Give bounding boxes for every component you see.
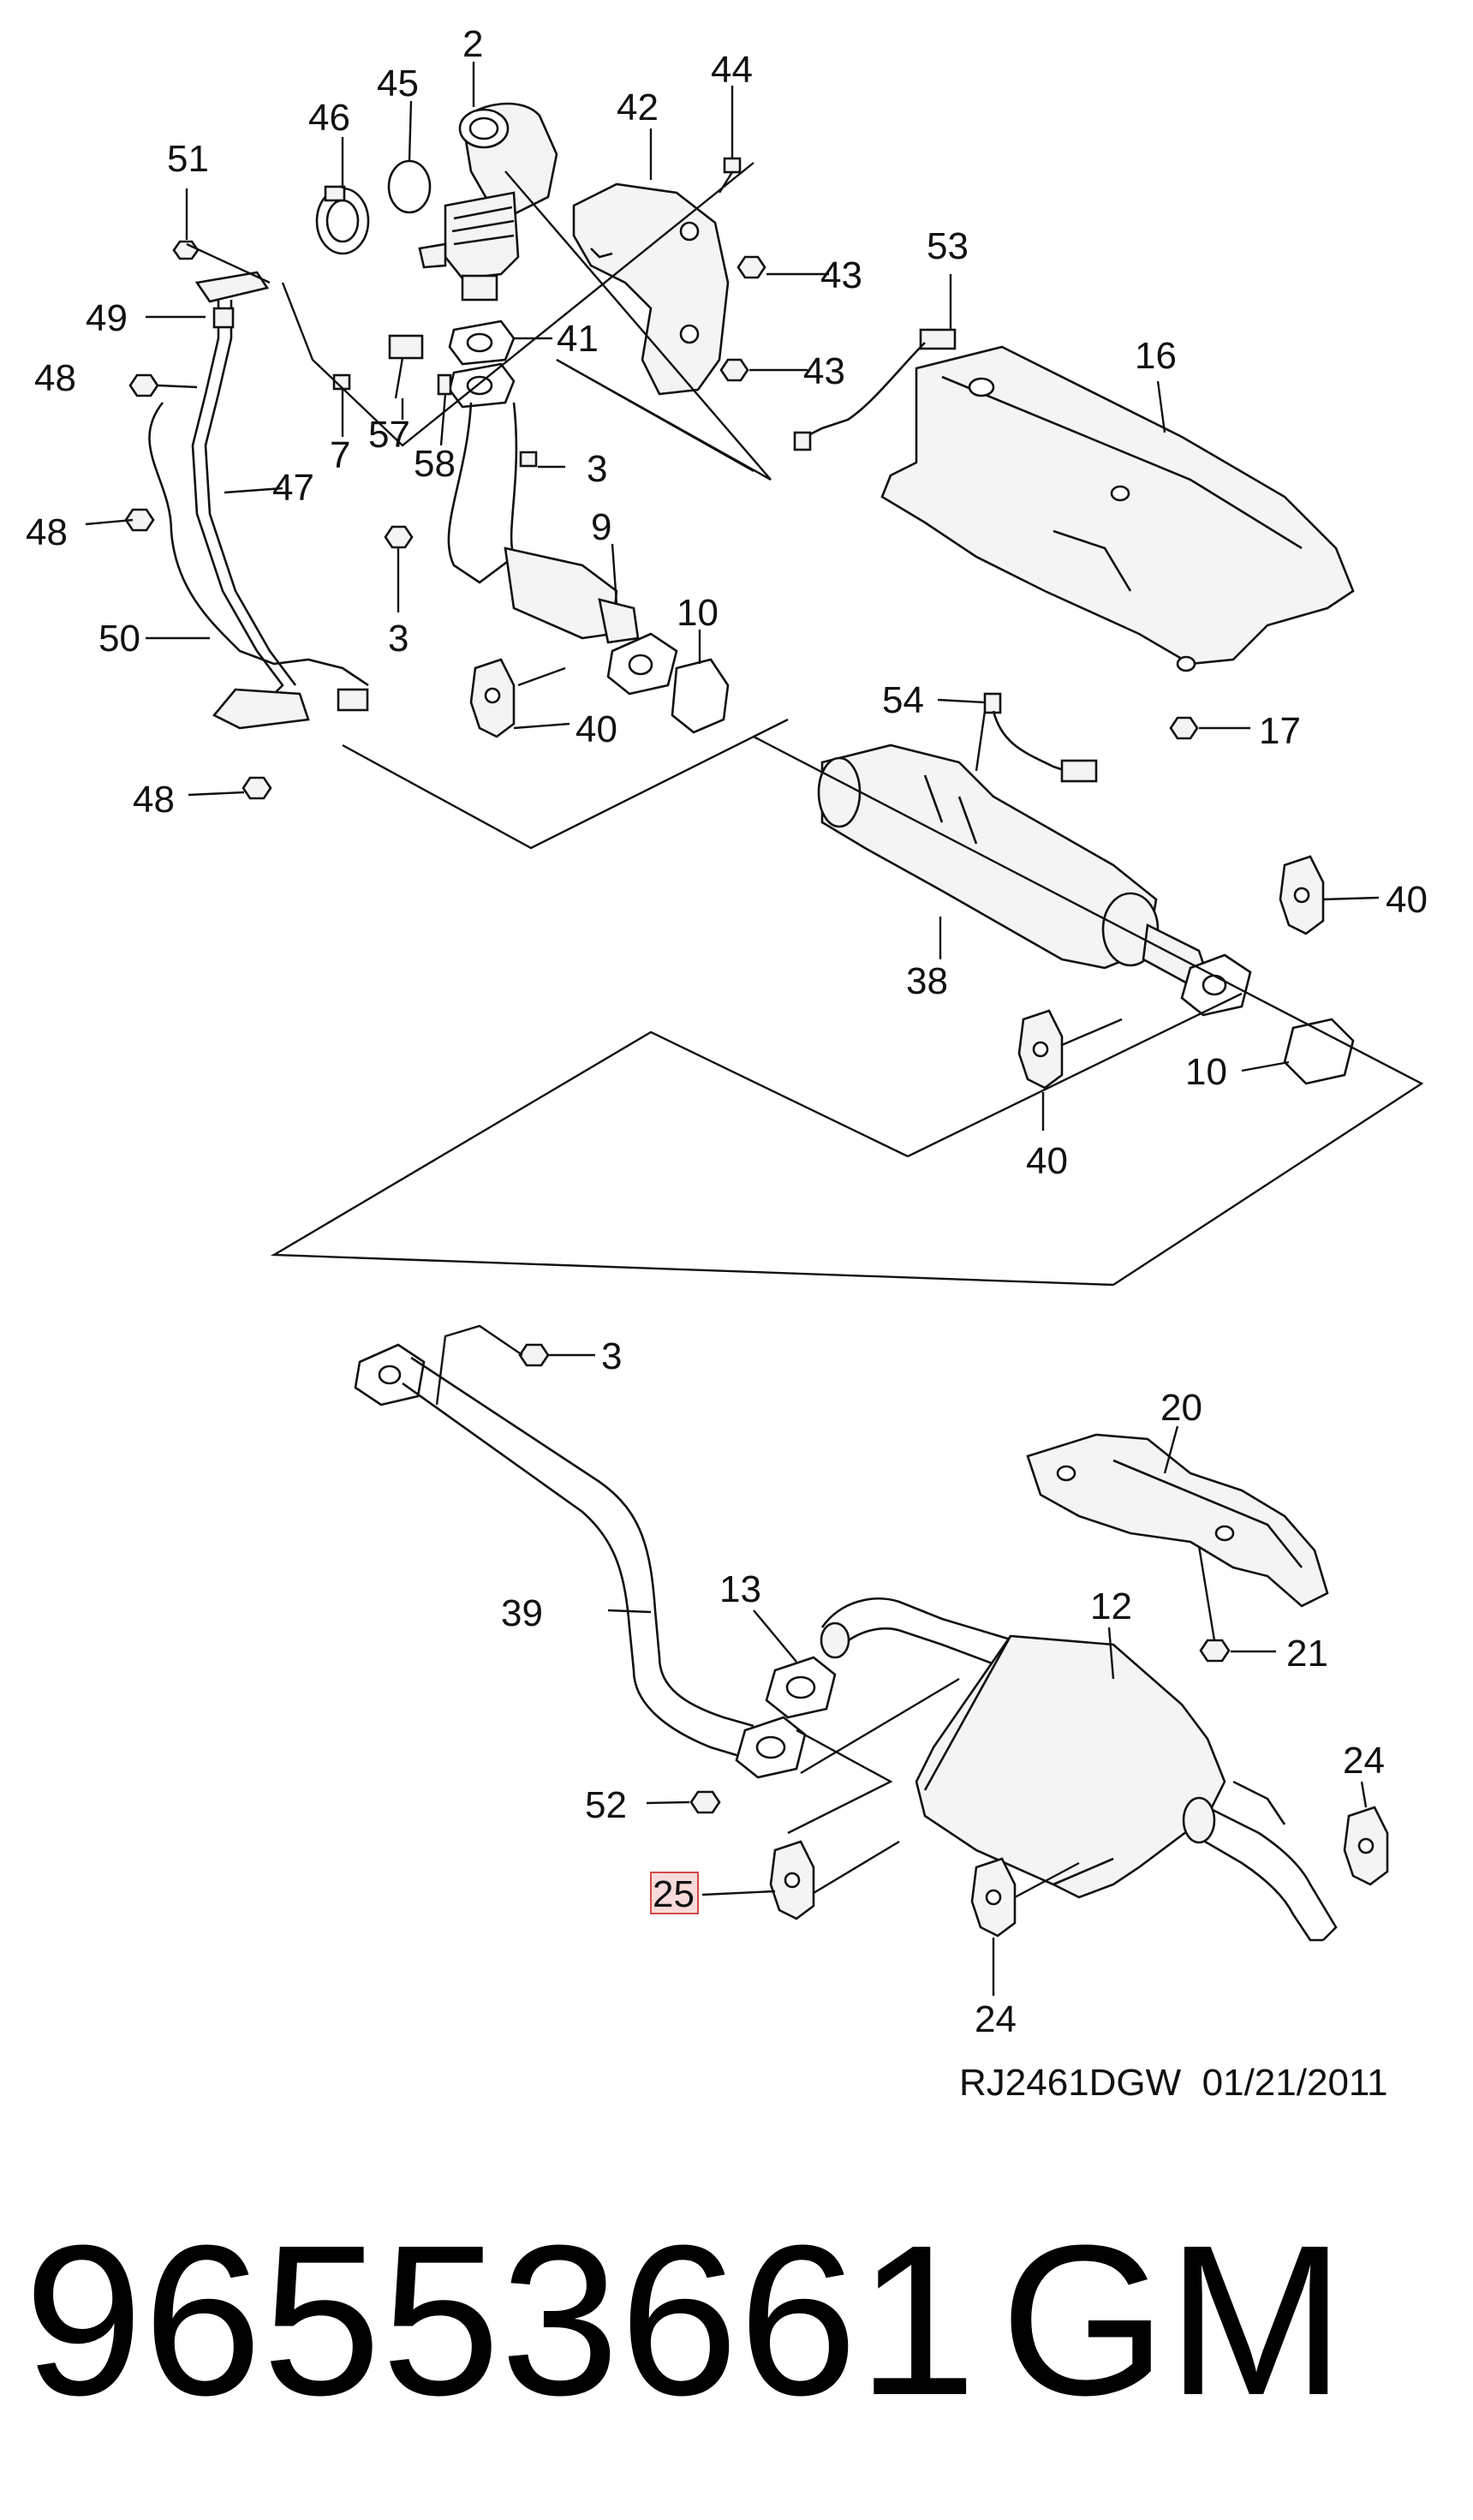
callout-40b: 40	[1386, 879, 1428, 921]
nut-17	[1169, 716, 1199, 740]
callout-3a: 3	[587, 448, 607, 490]
callout-10a: 10	[677, 592, 719, 634]
callout-3c: 3	[601, 1335, 622, 1377]
callout-3b: 3	[388, 618, 409, 660]
callout-53: 53	[927, 225, 969, 267]
callout-47: 47	[272, 467, 314, 509]
callout-21: 21	[1286, 1633, 1328, 1675]
callout-2: 2	[462, 23, 483, 65]
drawing-reference: RJ2461DGW 01/21/2011	[959, 2062, 1388, 2104]
callout-9: 9	[591, 506, 611, 548]
callout-40a: 40	[575, 708, 617, 750]
callout-13: 13	[719, 1568, 761, 1610]
callout-51: 51	[167, 138, 209, 180]
callout-12: 12	[1090, 1585, 1132, 1627]
callout-43a: 43	[820, 254, 862, 296]
nut-3-lower	[518, 1343, 550, 1367]
callout-24a: 24	[1343, 1740, 1385, 1782]
rear-muffler-12	[820, 1597, 1338, 1942]
callout-17: 17	[1259, 710, 1301, 752]
gasket-10b	[1283, 1018, 1355, 1085]
hanger-40c	[1017, 1009, 1123, 1090]
callout-20: 20	[1160, 1387, 1202, 1429]
callout-48c: 48	[133, 779, 175, 821]
callout-43b: 43	[803, 350, 845, 392]
part-number: 96553661	[24, 2201, 976, 2439]
callout-46: 46	[308, 97, 350, 139]
bolt-58	[437, 373, 452, 396]
sensor-harness	[124, 240, 369, 800]
seal-ring-45	[387, 159, 432, 214]
callout-45: 45	[377, 63, 419, 105]
particulate-filter-38	[817, 743, 1252, 1017]
callout-38: 38	[906, 960, 948, 1002]
callout-52: 52	[585, 1784, 627, 1826]
sensor-57	[388, 334, 424, 399]
hanger-24b	[970, 1857, 1080, 1938]
callout-41: 41	[557, 318, 599, 360]
callout-49: 49	[86, 297, 128, 339]
callout-54: 54	[882, 679, 924, 721]
nut-3-top	[519, 451, 538, 468]
catalytic-converter	[418, 102, 558, 302]
hanger-24a	[1343, 1806, 1389, 1886]
intermediate-pipe-39	[354, 1343, 754, 1762]
callout-7: 7	[330, 434, 350, 476]
brand-name: GM	[1000, 2201, 1345, 2439]
sensor-54	[975, 692, 1098, 783]
callout-24b: 24	[975, 1998, 1017, 2040]
callout-42: 42	[617, 87, 659, 128]
front-pipe-9	[447, 402, 678, 696]
nut-43a	[736, 255, 766, 279]
clamp-46	[315, 185, 370, 255]
gasket-41	[448, 319, 516, 409]
nut-21	[1199, 1639, 1231, 1663]
callout-50: 50	[98, 618, 140, 660]
heat-shield-20	[1026, 1433, 1329, 1608]
callout-39: 39	[501, 1592, 543, 1634]
sensor-53	[793, 328, 957, 451]
heat-shield-42	[572, 182, 730, 396]
hanger-40a	[469, 658, 566, 738]
leader-lines-upper	[85, 62, 1424, 1287]
leader-lines-lower	[435, 1324, 1368, 1996]
hanger-40b	[1279, 855, 1325, 935]
callout-16: 16	[1135, 335, 1177, 377]
callout-labels: 2 45 46 42 44 51 53 16 43 43 49 41 48 7 …	[26, 23, 1428, 2040]
hanger-25	[769, 1840, 815, 1920]
nut-52	[689, 1790, 721, 1814]
nut-3-left	[384, 525, 414, 549]
callout-57: 57	[368, 414, 410, 456]
gasket-13	[735, 1656, 837, 1779]
callout-25: 25	[653, 1873, 695, 1915]
callout-44: 44	[711, 49, 753, 91]
nut-43b	[719, 358, 749, 382]
callout-48a: 48	[34, 357, 76, 399]
gasket-10a	[671, 658, 730, 734]
highlight-box-25	[650, 1872, 699, 1914]
heat-shield-16	[880, 345, 1355, 672]
callout-48b: 48	[26, 511, 68, 553]
callout-58: 58	[414, 443, 456, 485]
callout-10b: 10	[1185, 1051, 1227, 1093]
callout-40c: 40	[1026, 1140, 1068, 1182]
